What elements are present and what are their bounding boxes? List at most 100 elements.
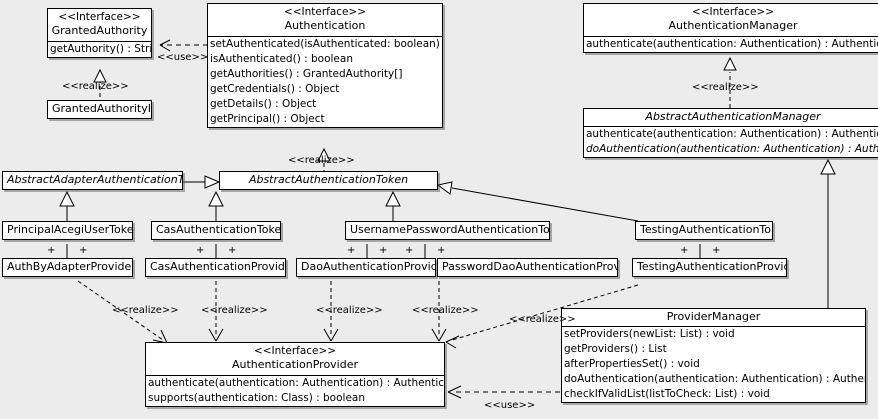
edge-generalization-abstractadapter-abstractauthenticationtoken	[183, 175, 221, 189]
class-box-usernamepasswordauthenticationtoken[interactable]: UsernamePasswordAuthenticationToken	[345, 221, 550, 240]
class-header-casauthenticationtoken: CasAuthenticationToken	[152, 222, 280, 239]
class-name-providermanager: ProviderManager	[666, 310, 761, 323]
class-box-passworddaoauthenticationprovider[interactable]: PasswordDaoAuthenticationProvider	[437, 258, 618, 277]
class-box-casauthenticationprovider[interactable]: CasAuthenticationProvider	[145, 258, 286, 277]
edge-label-realize-authbyadapterprovider: <<realize>>	[112, 305, 179, 316]
association-plus-authbyadapterprovider: +	[79, 245, 88, 256]
class-header-providermanager: ProviderManager	[562, 309, 865, 326]
class-name-principalacegiusertoken: PrincipalAcegiUserToken	[7, 223, 133, 236]
class-name-authentication: Authentication	[284, 19, 366, 32]
member-authenticate: authenticate(authentication: Authenticat…	[586, 38, 878, 50]
association-plus-usernamepasswordtoken-right: +	[405, 245, 414, 256]
class-name-testingauthenticationprovider: TestingAuthenticationProvider	[637, 260, 787, 273]
class-name-casauthenticationtoken: CasAuthenticationToken	[156, 223, 281, 236]
edge-generalization-usernamepasswordtoken-abstractauthenticationtoken	[385, 190, 401, 221]
divider	[146, 375, 444, 376]
member-list-authentication: setAuthenticated(isAuthenticated: boolea…	[208, 37, 442, 127]
association-plus-principalacegiusertoken: +	[47, 245, 56, 256]
member-getproviders: getProviders() : List	[564, 343, 667, 355]
member-isauthenticated: isAuthenticated() : boolean	[210, 53, 353, 65]
member-authenticate: authenticate(authentication: Authenticat…	[148, 377, 445, 389]
edge-label-realize-daoauthenticationprovider: <<realize>>	[316, 305, 383, 316]
member-getauthority: getAuthority() : String	[50, 43, 152, 55]
edge-label-realize-grantedauthorityimpl: <<realize>>	[62, 81, 129, 92]
class-header-grantedauthorityimpl: GrantedAuthorityImpl	[48, 101, 151, 118]
divider	[562, 326, 865, 327]
class-box-testingauthenticationtoken[interactable]: TestingAuthenticationToken	[635, 221, 773, 240]
class-header-usernamepasswordauthenticationtoken: UsernamePasswordAuthenticationToken	[346, 222, 549, 239]
class-box-authentication[interactable]: <<Interface>> Authentication setAuthenti…	[207, 3, 443, 128]
class-header-abstractadapterauthenticationtoken: AbstractAdapterAuthenticationToken	[3, 172, 182, 189]
member-supports: supports(authentication: Class) : boolea…	[148, 392, 365, 404]
class-box-testingauthenticationprovider[interactable]: TestingAuthenticationProvider	[632, 258, 787, 277]
class-box-abstractauthenticationmanager[interactable]: AbstractAuthenticationManager authentica…	[583, 108, 878, 158]
class-name-usernamepasswordauthenticationtoken: UsernamePasswordAuthenticationToken	[350, 223, 550, 236]
class-name-abstractadapterauthenticationtoken: AbstractAdapterAuthenticationToken	[7, 173, 183, 186]
class-name-grantedauthority: GrantedAuthority	[51, 24, 148, 37]
member-setauthenticated: setAuthenticated(isAuthenticated: boolea…	[210, 38, 442, 50]
edge-label-use-providermanager: <<use>>	[484, 400, 536, 411]
class-box-abstractauthenticationtoken[interactable]: AbstractAuthenticationToken	[219, 171, 438, 190]
edge-label-realize-casauthenticationprovider: <<realize>>	[201, 305, 268, 316]
class-header-authenticationprovider: <<Interface>> AuthenticationProvider	[146, 343, 444, 375]
member-setproviders: setProviders(newList: List) : void	[564, 328, 735, 340]
member-authenticate: authenticate(authentication: Authenticat…	[586, 128, 878, 140]
association-plus-casauthenticationtoken: +	[196, 245, 205, 256]
edge-generalization-casauthenticationtoken-abstractauthenticationtoken	[208, 190, 224, 221]
class-box-authbyadapterprovider[interactable]: AuthByAdapterProvider	[2, 258, 133, 277]
edge-label-realize-passworddaoauthenticationprovider: <<realize>>	[412, 305, 479, 316]
class-name-grantedauthorityimpl: GrantedAuthorityImpl	[52, 102, 151, 115]
class-header-passworddaoauthenticationprovider: PasswordDaoAuthenticationProvider	[438, 259, 617, 276]
member-getauthorities: getAuthorities() : GrantedAuthority[]	[210, 68, 403, 80]
member-doauthentication: doAuthentication(authentication: Authent…	[586, 143, 878, 155]
member-getcredentials: getCredentials() : Object	[210, 83, 340, 95]
class-box-principalacegiusertoken[interactable]: PrincipalAcegiUserToken	[2, 221, 133, 240]
edge-label-realize-abstractauthenticationmanager: <<realize>>	[692, 82, 759, 93]
class-box-daoauthenticationprovider[interactable]: DaoAuthenticationProvider	[296, 258, 436, 277]
class-header-testingauthenticationprovider: TestingAuthenticationProvider	[633, 259, 786, 276]
edge-label-use-authentication-grantedauthority: <<use>>	[157, 52, 209, 63]
class-header-abstractauthenticationtoken: AbstractAuthenticationToken	[220, 172, 437, 189]
edge-label-realize-abstractauthenticationtoken: <<realize>>	[288, 155, 355, 166]
class-name-casauthenticationprovider: CasAuthenticationProvider	[150, 260, 286, 273]
class-header-daoauthenticationprovider: DaoAuthenticationProvider	[297, 259, 435, 276]
edge-generalization-testingauthenticationtoken-abstractauthenticationtoken	[436, 181, 639, 222]
member-list-providermanager: setProviders(newList: List) : void getPr…	[562, 327, 865, 402]
class-name-authenticationmanager: AuthenticationManager	[668, 19, 798, 32]
class-box-providermanager[interactable]: ProviderManager setProviders(newList: Li…	[561, 308, 866, 403]
class-box-casauthenticationtoken[interactable]: CasAuthenticationToken	[151, 221, 281, 240]
class-header-authentication: <<Interface>> Authentication	[208, 4, 442, 36]
class-box-authenticationprovider[interactable]: <<Interface>> AuthenticationProvider aut…	[145, 342, 445, 407]
edge-generalization-principalacegiusertoken-abstractadapter	[59, 190, 75, 221]
stereotype-interface: <<Interface>>	[283, 6, 367, 18]
member-list-authenticationmanager: authenticate(authentication: Authenticat…	[584, 37, 878, 52]
divider	[48, 41, 151, 42]
class-header-authbyadapterprovider: AuthByAdapterProvider	[3, 259, 132, 276]
edge-generalization-providermanager-abstractauthenticationmanager	[820, 158, 836, 308]
class-name-daoauthenticationprovider: DaoAuthenticationProvider	[301, 260, 436, 273]
class-box-abstractadapterauthenticationtoken[interactable]: AbstractAdapterAuthenticationToken	[2, 171, 183, 190]
class-box-grantedauthorityimpl[interactable]: GrantedAuthorityImpl	[47, 100, 152, 119]
class-header-grantedauthority: <<Interface>> GrantedAuthority	[48, 9, 151, 41]
class-name-passworddaoauthenticationprovider: PasswordDaoAuthenticationProvider	[442, 260, 617, 273]
member-doauthentication: doAuthentication(authentication: Authent…	[564, 373, 865, 385]
association-plus-daoauthenticationprovider: +	[379, 245, 388, 256]
class-box-grantedauthority[interactable]: <<Interface>> GrantedAuthority getAuthor…	[47, 8, 152, 58]
class-header-casauthenticationprovider: CasAuthenticationProvider	[146, 259, 285, 276]
divider	[584, 126, 878, 127]
class-name-abstractauthenticationmanager: AbstractAuthenticationManager	[645, 110, 821, 123]
stereotype-interface: <<Interface>>	[691, 6, 775, 18]
edge-label-realize-testingauthenticationprovider: <<realize>>	[509, 314, 576, 325]
member-checkifvalidlist: checkIfValidList(listToCheck: List) : vo…	[564, 388, 770, 400]
member-list-abstractauthenticationmanager: authenticate(authentication: Authenticat…	[584, 127, 878, 157]
class-box-authenticationmanager[interactable]: <<Interface>> AuthenticationManager auth…	[583, 3, 878, 53]
member-list-grantedauthority: getAuthority() : String	[48, 42, 151, 57]
class-name-testingauthenticationtoken: TestingAuthenticationToken	[640, 223, 772, 236]
stereotype-interface: <<Interface>>	[58, 11, 141, 23]
member-list-authenticationprovider: authenticate(authentication: Authenticat…	[146, 376, 444, 406]
edge-use-authentication-grantedauthority	[159, 39, 208, 52]
association-plus-testingauthenticationtoken: +	[680, 245, 689, 256]
association-plus-passworddaoprovider: +	[437, 245, 446, 256]
association-plus-casauthenticationprovider: +	[228, 245, 237, 256]
